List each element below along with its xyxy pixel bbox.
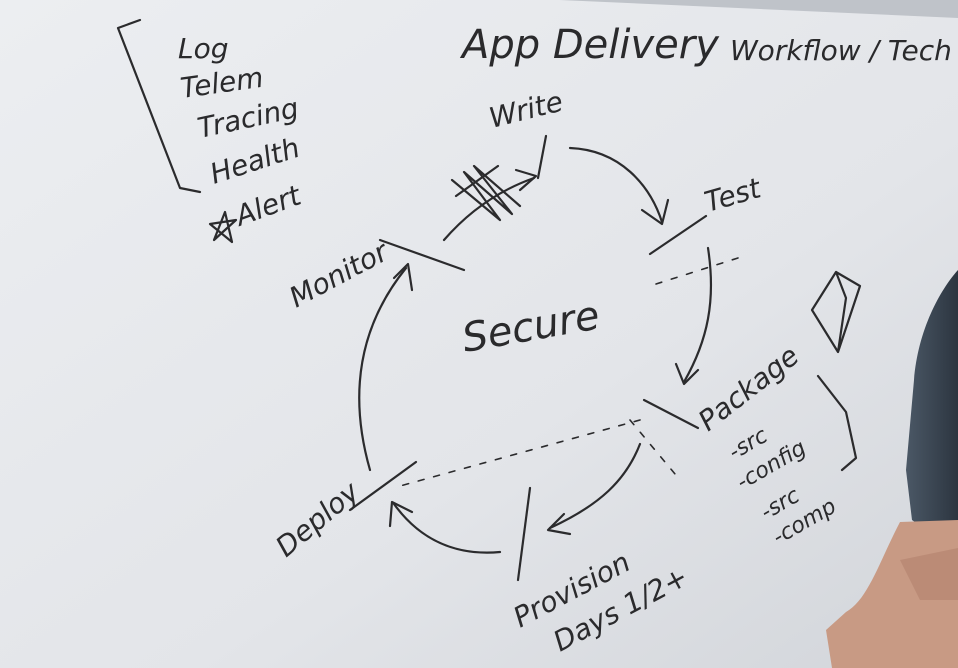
arrow-package-to-provision (548, 442, 642, 530)
board-subtitle: Workflow / Tech (730, 34, 952, 67)
arrow-test-to-package (682, 246, 713, 384)
arrowhead-monitor-to-write (514, 168, 538, 192)
arrow-write-to-test (568, 146, 664, 224)
package-list-bracket (816, 374, 858, 472)
provision-tick (516, 486, 532, 582)
presenter-wrist-shadow (900, 548, 958, 600)
arrowhead-test-to-package (674, 362, 700, 386)
monitor-item-log: Log (178, 32, 229, 65)
write-tick (536, 134, 548, 180)
arrowhead-package-to-provision (546, 512, 572, 536)
presenter (826, 270, 958, 668)
provision-dotted-line (399, 419, 641, 487)
package-box-icon (810, 270, 862, 354)
monitor-list-bracket (116, 18, 202, 194)
arrowhead-write-to-test (640, 198, 670, 226)
arrowhead-deploy-to-monitor (392, 262, 414, 292)
dotted-diagonal (629, 419, 681, 481)
arrow-provision-to-deploy (392, 502, 502, 554)
presenter-sleeve (906, 270, 958, 540)
test-tick (648, 214, 708, 256)
monitor-tick (378, 238, 466, 272)
scribble-mark (450, 164, 522, 222)
star-icon (208, 210, 238, 244)
arrow-deploy-to-monitor (358, 266, 408, 472)
deploy-tick (348, 460, 418, 512)
board-frame-edge (560, 0, 958, 18)
package-tick (642, 398, 700, 430)
arrowhead-provision-to-deploy (388, 500, 414, 528)
board-title: App Delivery (459, 22, 720, 68)
